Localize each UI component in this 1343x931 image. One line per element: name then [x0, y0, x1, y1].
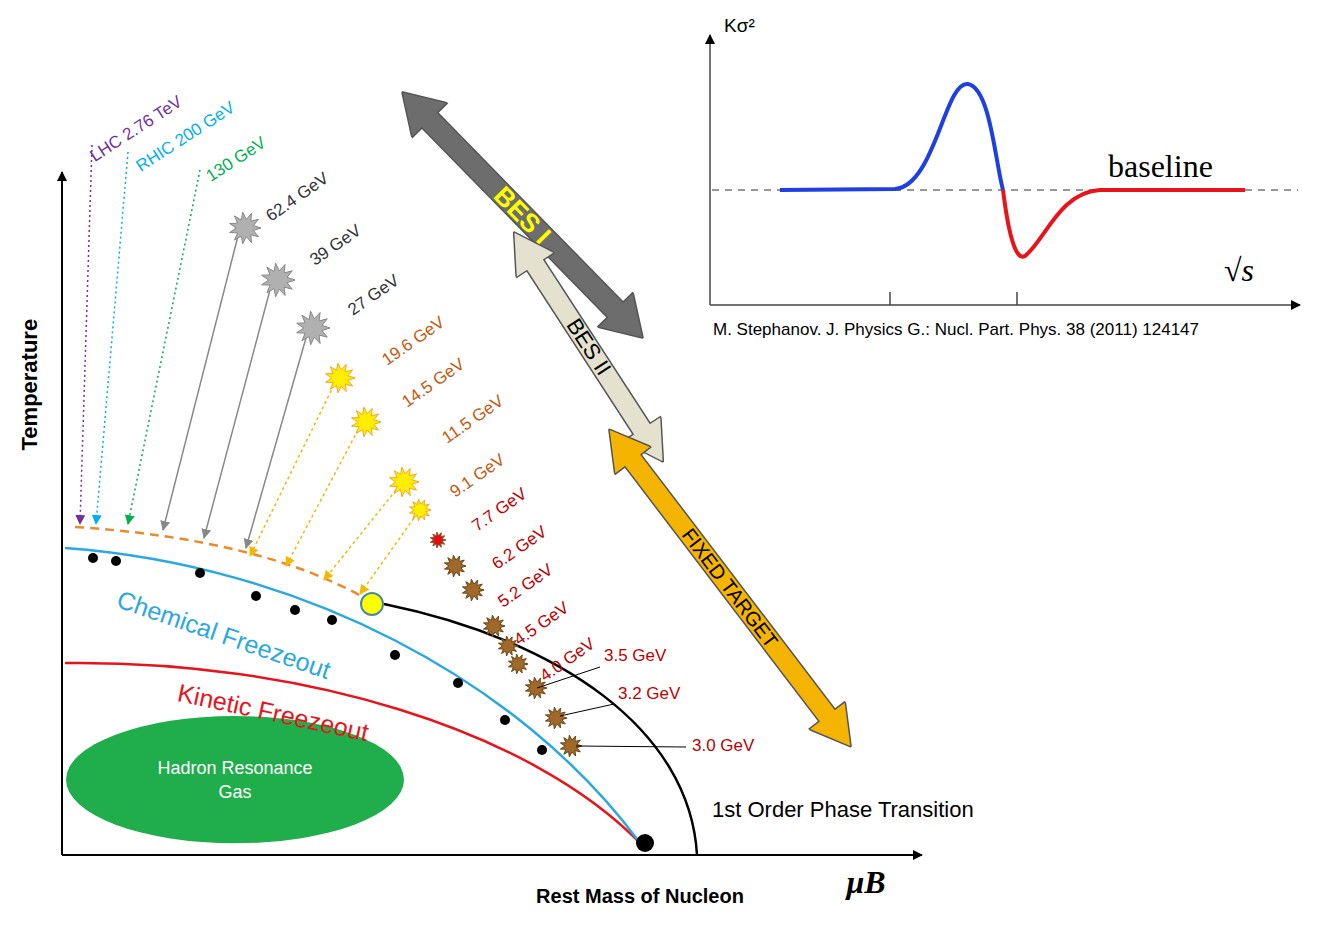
nuclear-matter-point [636, 834, 654, 852]
text-label: 19.6 GeV [378, 313, 448, 370]
x-axis [62, 854, 922, 856]
text-label: 1st Order Phase Transition [712, 797, 974, 822]
inset-blue-curve [780, 84, 1003, 190]
text-label: 7.7 GeV [468, 484, 530, 536]
text-label: baseline [1108, 148, 1213, 185]
inset-red-curve [1003, 190, 1245, 257]
data-dot [88, 553, 98, 563]
text-label: Kσ² [724, 15, 755, 37]
text-label: 62.4 GeV [262, 169, 332, 226]
data-dot [195, 568, 205, 578]
text-label: 11.5 GeV [438, 392, 507, 448]
fixed-target-arrow: FIXED TARGET [591, 415, 870, 761]
node-text-wrap: BES I [383, 74, 660, 355]
text-label: Temperature [17, 319, 42, 451]
text-label: 39 GeV [306, 221, 364, 270]
data-dot [111, 556, 121, 566]
data-dot [327, 615, 337, 625]
y-axis [61, 172, 63, 855]
text-label: Rest Mass of Nucleon [536, 885, 744, 908]
data-dot [453, 678, 463, 688]
collision-star [297, 311, 330, 345]
inset-y-axis [709, 35, 711, 305]
collision-stars [230, 212, 582, 757]
collision-star [326, 363, 355, 393]
data-dot [390, 650, 400, 660]
text-label: √s [1224, 252, 1254, 289]
collision-star [444, 555, 466, 577]
text-label: M. Stephanov. J. Physics G.: Nucl. Part.… [713, 320, 1199, 340]
collision-star [462, 579, 484, 601]
node-text-wrap: FIXED TARGET [591, 415, 870, 761]
text-label: 3.5 GeV [604, 646, 666, 666]
data-dot [500, 715, 510, 725]
bes-i-arrow: BES I [383, 74, 660, 355]
kinetic-freezeout-curve [65, 663, 640, 843]
collision-star [430, 532, 446, 548]
bes-ii-arrow: BES II [494, 219, 682, 475]
data-dot [537, 745, 547, 755]
collision-star [508, 654, 528, 674]
inset-x-axis [710, 304, 1300, 306]
first-order-curve [384, 604, 697, 855]
dashed-crossover-curve [75, 527, 368, 600]
text-label: 3.2 GeV [618, 684, 680, 704]
text-label: 3.0 GeV [692, 736, 754, 756]
node-label: Hadron Resonance Gas [150, 756, 320, 805]
yellow-arrows [250, 385, 414, 594]
collision-star [483, 615, 505, 637]
collision-star [409, 499, 431, 521]
collision-star [390, 467, 419, 497]
node-label: FIXED TARGET [677, 524, 782, 652]
data-dot [290, 605, 300, 615]
collision-star [262, 263, 295, 297]
inset-tick [889, 292, 891, 305]
data-dot [251, 591, 261, 601]
text-label: 14.5 GeV [398, 355, 468, 412]
text-label: 27 GeV [344, 271, 402, 320]
inset-tick [1016, 292, 1018, 305]
node-text-wrap: BES II [494, 219, 682, 475]
text-label: 4.5 GeV [510, 598, 572, 650]
collision-star [352, 407, 381, 437]
text-label: 130 GeV [203, 133, 270, 186]
collision-star [230, 212, 261, 244]
text-label: 9.1 GeV [446, 450, 508, 502]
gray-arrows [163, 236, 306, 548]
text-label: μB [846, 864, 885, 901]
critical-point [361, 593, 383, 615]
collision-star [545, 707, 567, 729]
leader-lines [537, 667, 686, 747]
energy-arrows [80, 145, 200, 524]
